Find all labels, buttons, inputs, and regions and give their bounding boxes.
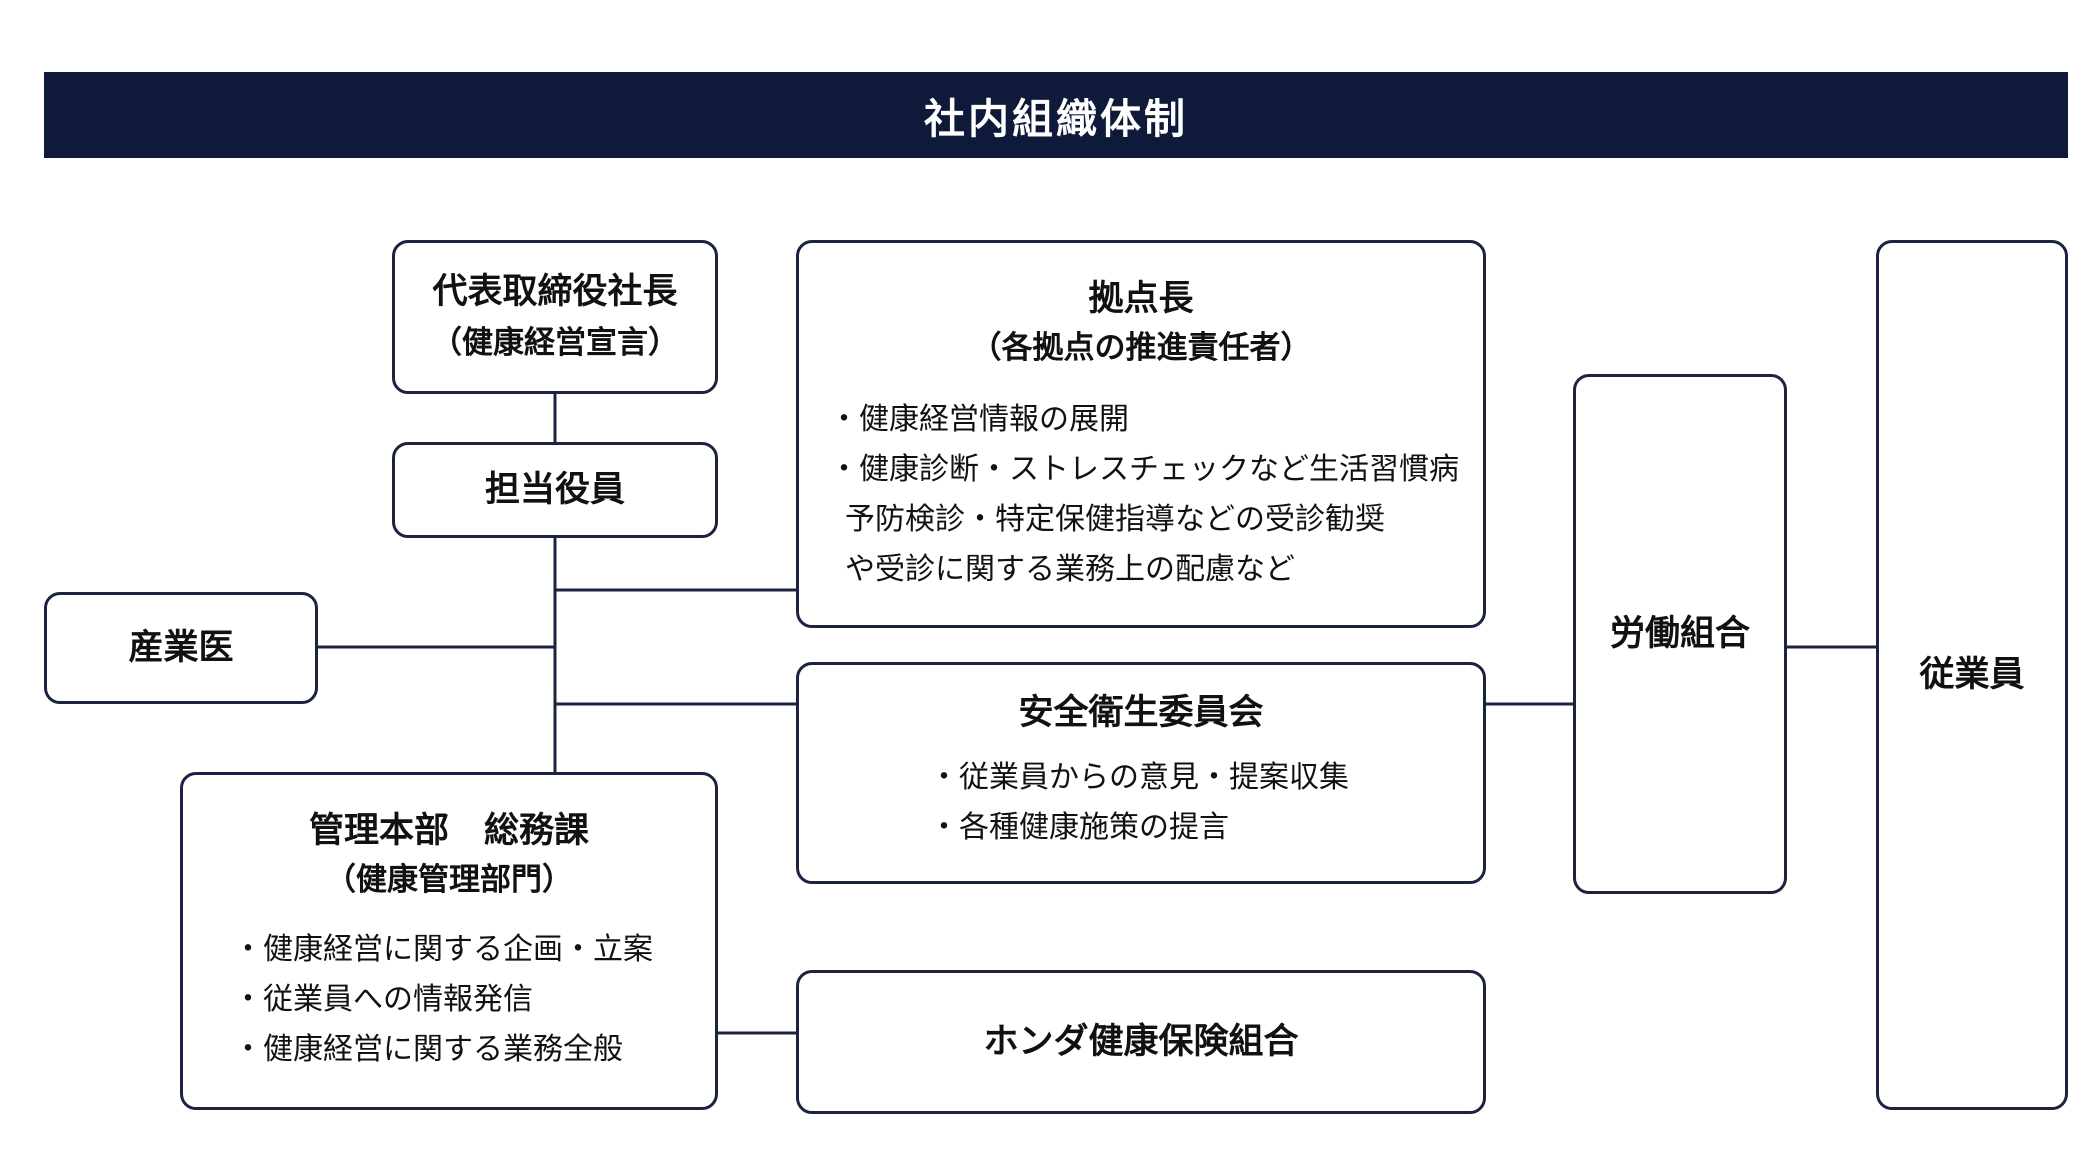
safety-committee-item: ・従業員からの意見・提案収集: [929, 760, 1349, 795]
safety-committee-label: 安全衛生委員会: [1018, 693, 1264, 733]
base-manager-item: ・健康経営情報の展開: [829, 402, 1129, 437]
management-sub: （健康管理部門）: [325, 862, 573, 898]
doctor-box: 産業医: [44, 592, 318, 704]
base-manager-item: 予防検診・特定保健指導などの受診勧奨: [845, 502, 1385, 537]
officer-label: 担当役員: [484, 470, 625, 510]
safety-committee-box: 安全衛生委員会 ・従業員からの意見・提案収集 ・各種健康施策の提言: [796, 662, 1486, 884]
doctor-label: 産業医: [128, 628, 234, 668]
union-label: 労働組合: [1609, 614, 1750, 654]
president-label: 代表取締役社長: [432, 272, 678, 312]
management-item: ・健康経営に関する業務全般: [233, 1032, 623, 1067]
base-manager-sub: （各拠点の推進責任者）: [970, 330, 1312, 366]
base-manager-box: 拠点長 （各拠点の推進責任者） ・健康経営情報の展開 ・健康診断・ストレスチェッ…: [796, 240, 1486, 628]
union-box: 労働組合: [1573, 374, 1787, 894]
base-manager-item: や受診に関する業務上の配慮など: [845, 552, 1295, 587]
insurance-label: ホンダ健康保険組合: [983, 1022, 1299, 1062]
base-manager-label: 拠点長: [1088, 279, 1194, 319]
base-manager-item: ・健康診断・ストレスチェックなど生活習慣病: [829, 452, 1459, 487]
employees-label: 従業員: [1919, 655, 2025, 695]
management-box: 管理本部 総務課 （健康管理部門） ・健康経営に関する企画・立案 ・従業員への情…: [180, 772, 718, 1110]
management-label: 管理本部 総務課: [308, 811, 589, 851]
employees-box: 従業員: [1876, 240, 2068, 1110]
president-box: 代表取締役社長 （健康経営宣言）: [392, 240, 718, 394]
diagram-title: 社内組織体制: [44, 72, 2068, 158]
management-item: ・健康経営に関する企画・立案: [233, 932, 653, 967]
management-item: ・従業員への情報発信: [233, 982, 533, 1017]
president-sub: （健康経営宣言）: [431, 325, 679, 361]
safety-committee-item: ・各種健康施策の提言: [929, 810, 1229, 845]
insurance-box: ホンダ健康保険組合: [796, 970, 1486, 1114]
officer-box: 担当役員: [392, 442, 718, 538]
